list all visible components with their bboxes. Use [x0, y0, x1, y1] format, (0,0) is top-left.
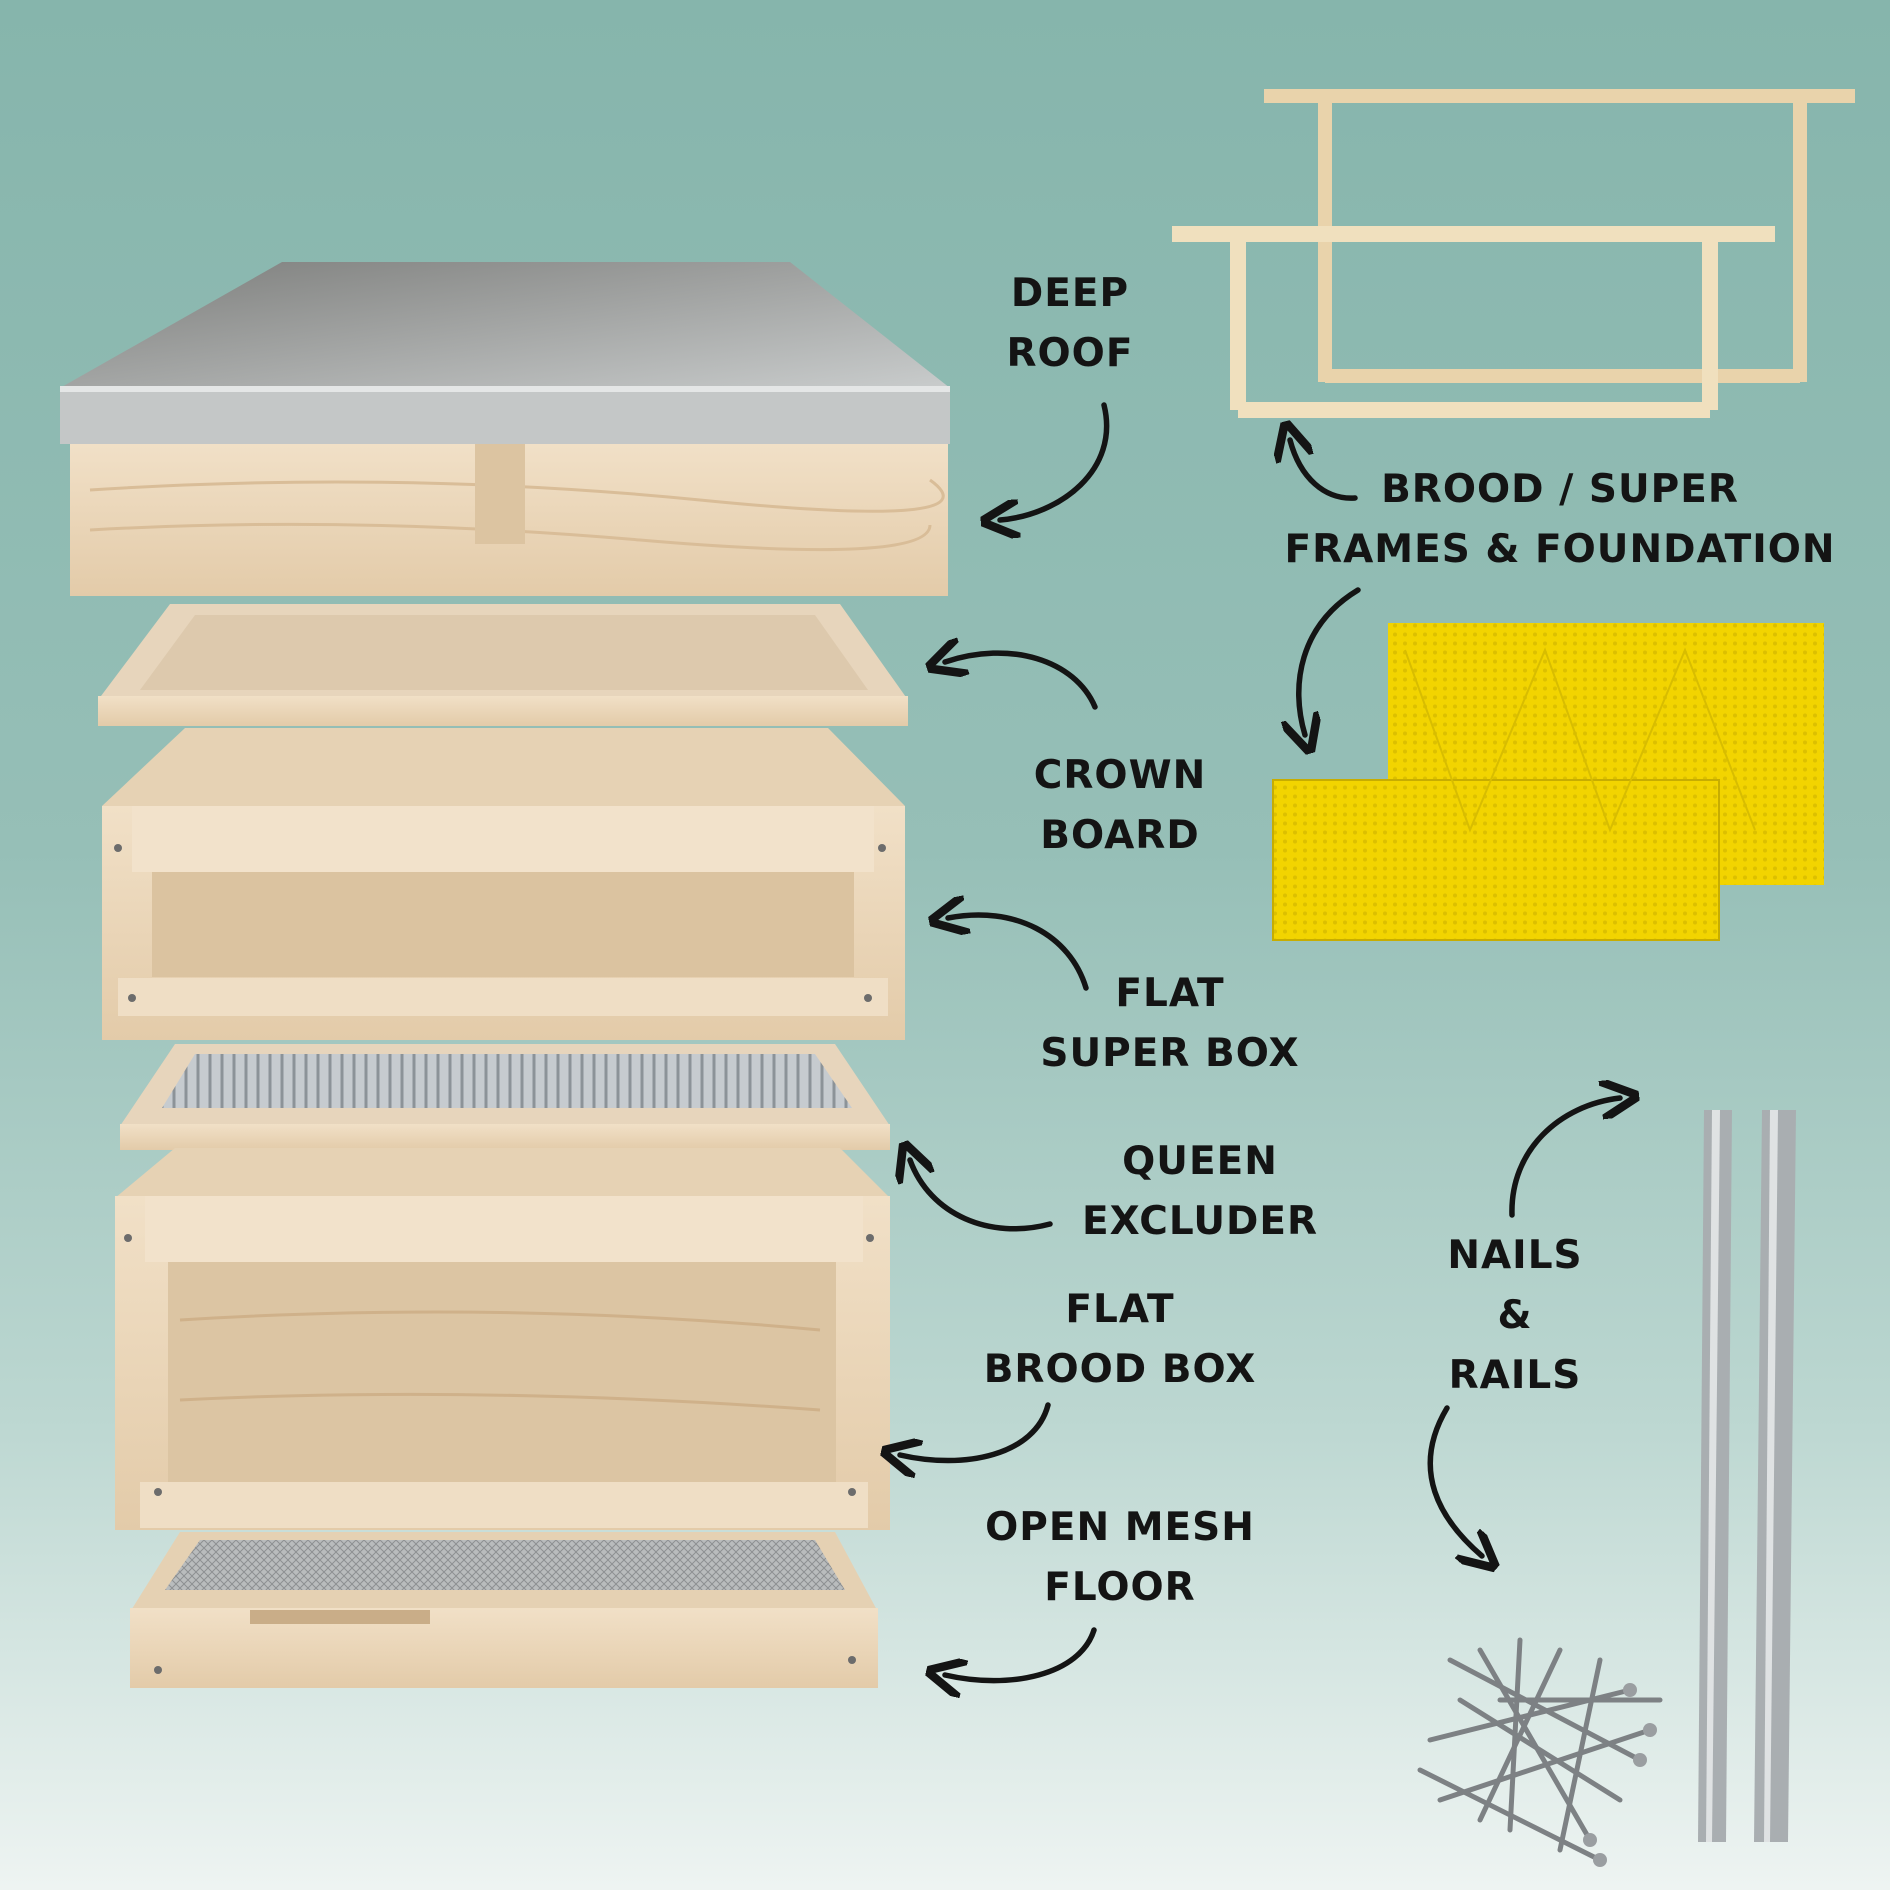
arrow-frames [1290, 440, 1358, 501]
label-flat-brood-box: FLAT BROOD BOX [970, 1280, 1270, 1400]
label-line: ROOF [1006, 331, 1134, 376]
label-line: DEEP [1010, 271, 1130, 316]
label-line: BOARD [1040, 813, 1200, 858]
label-frames-foundation: BROOD / SUPER FRAMES & FOUNDATION [1270, 460, 1850, 580]
arrow-queen-excluder [910, 1160, 1053, 1232]
label-open-mesh-floor: OPEN MESH FLOOR [970, 1498, 1270, 1618]
label-line: OPEN MESH [985, 1505, 1255, 1550]
label-line: EXCLUDER [1081, 1199, 1319, 1244]
foundation-sheets-image [1272, 623, 1824, 941]
queen-excluder [120, 1044, 890, 1150]
arrow-deep-roof [1000, 402, 1110, 520]
label-line: BROOD / SUPER [1381, 467, 1739, 512]
label-line: SUPER BOX [1040, 1031, 1300, 1076]
label-line: NAILS [1447, 1233, 1583, 1278]
arrow-flat-super-box [948, 915, 1089, 991]
nails-image [1417, 1637, 1663, 1867]
label-line: & [1497, 1293, 1533, 1338]
label-queen-excluder: QUEEN EXCLUDER [1060, 1132, 1340, 1252]
label-line: FLAT [1115, 971, 1225, 1016]
label-line: FLAT [1065, 1287, 1175, 1332]
rails-image [1698, 1110, 1796, 1842]
label-flat-super-box: FLAT SUPER BOX [1020, 964, 1320, 1084]
flat-brood-box [115, 1148, 890, 1530]
deep-roof [60, 262, 950, 596]
label-deep-roof: DEEP ROOF [980, 264, 1160, 384]
arrow-crown-board [945, 653, 1098, 710]
arrow-foundation [1299, 587, 1361, 735]
label-line: BROOD BOX [983, 1347, 1257, 1392]
arrow-flat-brood-box [900, 1402, 1051, 1461]
label-line: QUEEN [1122, 1139, 1278, 1184]
label-crown-board: CROWN BOARD [1010, 746, 1230, 866]
crown-board [98, 604, 908, 726]
label-line: CROWN [1033, 753, 1207, 798]
frames-image [1172, 89, 1855, 418]
pointer-arrows [900, 402, 1620, 1681]
flat-super-box [102, 728, 905, 1040]
label-line: FLOOR [1044, 1565, 1196, 1610]
open-mesh-floor [130, 1532, 878, 1688]
arrow-nails [1427, 1405, 1482, 1556]
arrow-rails [1509, 1098, 1620, 1218]
arrow-open-mesh-floor [945, 1627, 1097, 1681]
label-nails-rails: NAILS & RAILS [1415, 1226, 1615, 1406]
label-line: RAILS [1448, 1353, 1582, 1398]
label-line: FRAMES & FOUNDATION [1284, 527, 1836, 572]
